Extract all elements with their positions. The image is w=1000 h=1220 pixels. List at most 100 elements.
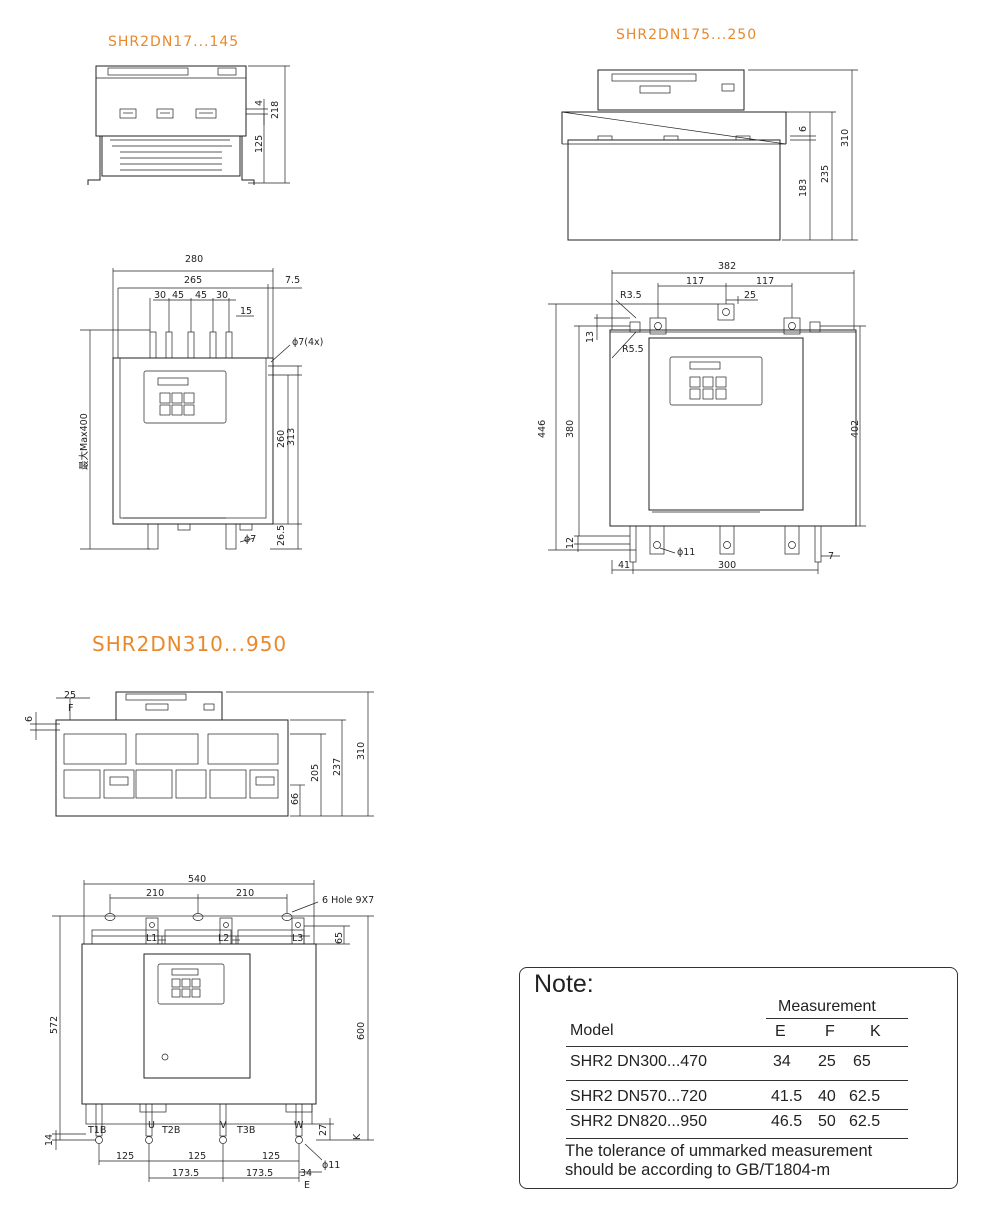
table-row-e: 41.5 bbox=[771, 1088, 803, 1105]
col-header-e: E bbox=[775, 1023, 786, 1040]
dim-K-label: K bbox=[352, 1133, 363, 1140]
dim-300: 300 bbox=[718, 560, 736, 571]
dim-r5-5: R5.5 bbox=[622, 344, 644, 355]
dim-66: 66 bbox=[290, 793, 301, 805]
dim-25-large: 25 bbox=[64, 690, 76, 701]
table-row-k: 62.5 bbox=[849, 1088, 881, 1105]
label-U: U bbox=[148, 1120, 155, 1131]
label-L3: L3 bbox=[292, 933, 303, 944]
dim-phi7x4: ϕ7(4x) bbox=[292, 337, 323, 348]
table-row-e: 34 bbox=[773, 1053, 791, 1070]
table-divider bbox=[566, 1046, 908, 1047]
label-L1: L1 bbox=[146, 933, 157, 944]
dim-125-b: 125 bbox=[116, 1151, 134, 1162]
dim-380: 380 bbox=[565, 420, 576, 438]
drawing-mid-front: 382 117 117 R3.5 25 R5.5 13 446 380 402 … bbox=[537, 261, 866, 574]
dim-310-mid: 310 bbox=[840, 129, 851, 147]
dim-30-a: 30 bbox=[154, 290, 166, 301]
dim-7: 7 bbox=[828, 551, 834, 562]
dim-phi11-mid: ϕ11 bbox=[677, 547, 695, 558]
label-W: W bbox=[294, 1120, 304, 1131]
drawing-large-side: 25 F 6 205 237 310 66 bbox=[24, 690, 374, 817]
tolerance-line-2: should be according to GB/T1804-m bbox=[565, 1161, 831, 1179]
label-V: V bbox=[220, 1120, 227, 1131]
dim-45-b: 45 bbox=[195, 290, 207, 301]
dim-540: 540 bbox=[188, 874, 206, 885]
dim-65: 65 bbox=[334, 932, 345, 944]
table-row-f: 40 bbox=[818, 1088, 836, 1105]
label-T2B: T2B bbox=[161, 1125, 180, 1136]
tolerance-line-1: The tolerance of ummarked measurement bbox=[565, 1142, 873, 1160]
tolerance-note: The tolerance of ummarked measurement sh… bbox=[565, 1142, 872, 1180]
dim-205: 205 bbox=[310, 764, 321, 782]
dim-446: 446 bbox=[537, 420, 548, 438]
dim-hole: 6 Hole 9X7 bbox=[322, 895, 374, 906]
table-row-f: 50 bbox=[818, 1113, 836, 1130]
dim-41: 41 bbox=[618, 560, 630, 571]
measurement-underline bbox=[766, 1018, 908, 1019]
title-large-model: SHR2DN310...950 bbox=[92, 632, 288, 656]
label-L2: L2 bbox=[218, 933, 229, 944]
dim-183: 183 bbox=[798, 179, 809, 197]
note-box: Note: Measurement Model E F K SHR2 DN300… bbox=[519, 967, 958, 1189]
table-row-k: 65 bbox=[853, 1053, 871, 1070]
dim-572: 572 bbox=[49, 1016, 60, 1034]
dim-13: 13 bbox=[585, 331, 596, 343]
dim-237: 237 bbox=[332, 758, 343, 776]
dim-phi7: ϕ7 bbox=[244, 534, 256, 545]
label-T1B: T1B bbox=[87, 1125, 106, 1136]
dim-phi11-large: ϕ11 bbox=[322, 1160, 340, 1171]
dim-125-c: 125 bbox=[188, 1151, 206, 1162]
dim-235: 235 bbox=[820, 165, 831, 183]
table-row-e: 46.5 bbox=[771, 1113, 803, 1130]
drawing-large-front: 540 210 210 6 Hole 9X7 65 L1 L2 L3 572 6… bbox=[44, 874, 374, 1191]
dim-280: 280 bbox=[185, 254, 203, 265]
dim-382: 382 bbox=[718, 261, 736, 272]
table-row-f: 25 bbox=[818, 1053, 836, 1070]
title-mid-model: SHR2DN175...250 bbox=[616, 27, 758, 43]
dim-402: 402 bbox=[850, 420, 861, 438]
table-divider bbox=[566, 1109, 908, 1110]
dim-r3-5: R3.5 bbox=[620, 290, 642, 301]
dim-30-b: 30 bbox=[216, 290, 228, 301]
label-T3B: T3B bbox=[236, 1125, 255, 1136]
dim-117-a: 117 bbox=[686, 276, 704, 287]
dim-210-a: 210 bbox=[146, 888, 164, 899]
dim-600: 600 bbox=[356, 1022, 367, 1040]
dim-max400: 最大Max400 bbox=[78, 413, 90, 470]
dim-260: 260 bbox=[276, 430, 287, 448]
dim-12: 12 bbox=[565, 537, 576, 549]
dim-27: 27 bbox=[318, 1124, 329, 1136]
col-header-f: F bbox=[825, 1023, 835, 1040]
dim-4: 4 bbox=[254, 100, 265, 106]
table-row-k: 62.5 bbox=[849, 1113, 881, 1130]
title-small-model: SHR2DN17...145 bbox=[108, 34, 240, 50]
drawing-small-front: 280 265 7.5 30 45 45 30 15 ϕ7(4x) 最大Max4… bbox=[78, 254, 323, 550]
dim-14: 14 bbox=[44, 1134, 55, 1146]
drawing-small-side: 218 4 125 bbox=[87, 65, 290, 185]
col-header-k: K bbox=[870, 1023, 881, 1040]
table-divider bbox=[566, 1138, 908, 1139]
drawing-mid-side: 310 6 235 183 bbox=[561, 69, 858, 241]
dim-125: 125 bbox=[254, 135, 265, 153]
dim-25-mid: 25 bbox=[744, 290, 756, 301]
dim-6-large: 6 bbox=[24, 716, 35, 722]
measurement-header: Measurement bbox=[778, 998, 876, 1015]
table-divider bbox=[566, 1080, 908, 1081]
dim-26-5: 26.5 bbox=[276, 525, 287, 546]
dim-F-label: F bbox=[68, 703, 73, 714]
dim-265: 265 bbox=[184, 275, 202, 286]
dim-125-d: 125 bbox=[262, 1151, 280, 1162]
table-row-model: SHR2 DN300...470 bbox=[570, 1053, 707, 1070]
dim-15: 15 bbox=[240, 306, 252, 317]
dim-173-5-b: 173.5 bbox=[246, 1168, 273, 1179]
note-title: Note: bbox=[534, 970, 594, 998]
table-row-model: SHR2 DN570...720 bbox=[570, 1088, 707, 1105]
dim-173-5-a: 173.5 bbox=[172, 1168, 199, 1179]
dim-117-b: 117 bbox=[756, 276, 774, 287]
dim-218: 218 bbox=[270, 101, 281, 119]
dim-313: 313 bbox=[286, 428, 297, 446]
dim-E-label: E bbox=[304, 1180, 310, 1191]
dim-45-a: 45 bbox=[172, 290, 184, 301]
